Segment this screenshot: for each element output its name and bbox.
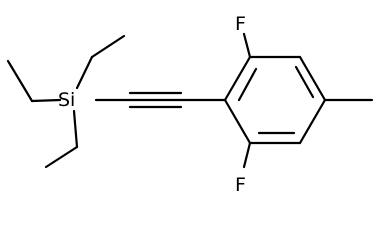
bond-c1-c2 (90, 34, 126, 59)
bond-c3-c4 (6, 59, 34, 103)
ethyl-lower (44, 109, 79, 169)
bond-c-f-bottom (242, 141, 252, 169)
bond-si-c5 (72, 109, 79, 149)
ring-bond-3 (298, 55, 327, 102)
bond-c5-c6 (44, 145, 79, 169)
bond-si-c3 (30, 98, 62, 103)
alkyne-triple-bond (94, 91, 227, 109)
structure-canvas: Si F F (6, 13, 374, 196)
ring-double-bond-right (294, 65, 315, 99)
ring-double-bond-left (237, 67, 258, 102)
ring-bond-4 (298, 98, 327, 145)
bond-c-f-top (242, 32, 252, 59)
ring-bond-6 (223, 98, 252, 145)
substituent-bonds (242, 32, 374, 169)
atom-label-fluorine-top: F (235, 13, 246, 35)
atom-label-silicon: Si (58, 89, 75, 111)
bond-si-c1 (75, 55, 94, 90)
atom-label-fluorine-bottom: F (235, 174, 246, 196)
benzene-ring (223, 55, 327, 145)
ethyl-left (6, 59, 62, 103)
ring-bond-1 (223, 55, 252, 102)
molecule-structure: Si F F (6, 13, 374, 196)
ethyl-upper-right (75, 34, 126, 90)
